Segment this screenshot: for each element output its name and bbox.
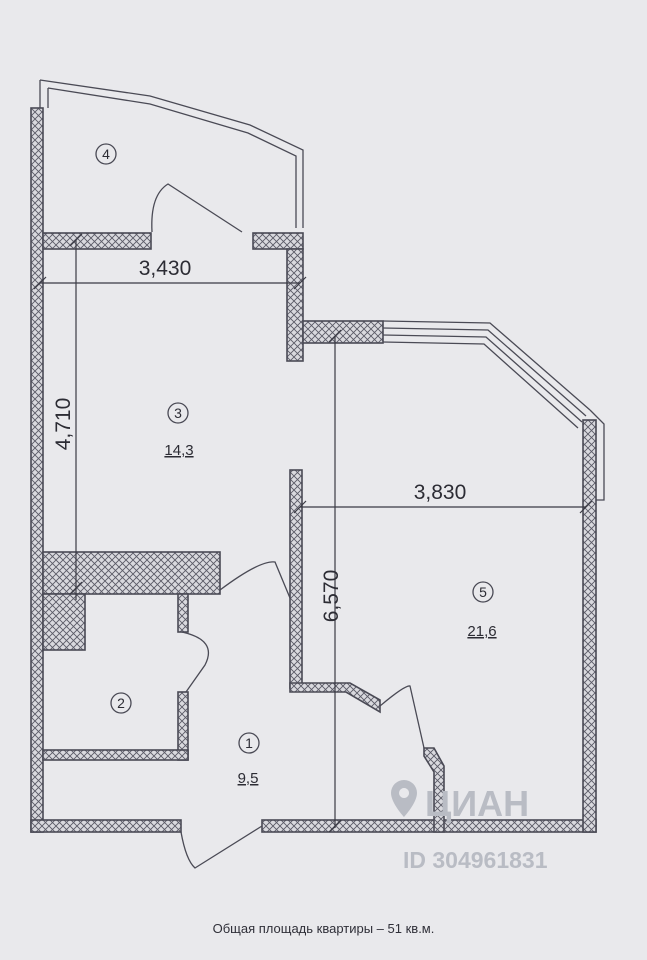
room-number: 3 <box>174 405 182 421</box>
left-outer-wall <box>30 107 44 833</box>
room-number: 1 <box>245 735 253 751</box>
watermark: ЦИАН ID 304961831 <box>391 780 548 873</box>
corridor-top-wall <box>42 551 221 595</box>
location-pin-icon <box>391 780 417 817</box>
room5-door-arc <box>379 685 425 749</box>
bottom-outer-wall-left <box>30 819 182 833</box>
dimension-room5-length: 6,570 <box>320 570 343 623</box>
dimension-room5-width: 3,830 <box>414 481 467 504</box>
room-5-label: 5 21,6 <box>467 581 497 640</box>
room5-top-wall-hatched <box>302 320 384 344</box>
bathroom-bottom-wall <box>42 749 189 761</box>
entrance-door-arc <box>180 825 263 869</box>
room-number-circle <box>472 581 494 603</box>
room-area: 9,5 <box>238 770 259 787</box>
room-3-label: 3 14,3 <box>164 402 194 459</box>
dimension-room3-width: 3,430 <box>139 257 192 280</box>
room-4-label: 4 <box>95 143 117 165</box>
dimension-room3-length: 4,710 <box>52 398 75 451</box>
dimension-lines <box>33 233 593 833</box>
shaft-wall <box>42 593 86 651</box>
room-area: 14,3 <box>164 442 193 459</box>
room-2-label: 2 <box>110 692 132 714</box>
partition-wall <box>289 469 303 689</box>
right-outer-wall <box>582 419 597 833</box>
balcony-wall-left <box>42 232 152 250</box>
room-number-circle <box>167 402 189 424</box>
partition-wall-bottom <box>289 682 381 714</box>
watermark-id: ID 304961831 <box>403 847 548 873</box>
bathroom-door-arc <box>181 631 210 693</box>
room-number-circle <box>238 732 260 754</box>
room-number-circle <box>110 692 132 714</box>
walls <box>30 107 597 833</box>
watermark-brand: ЦИАН <box>425 783 529 824</box>
room-number: 5 <box>479 584 487 600</box>
room3-right-wall <box>286 248 304 362</box>
room-1-label: 1 9,5 <box>238 732 260 787</box>
balcony-door-arc <box>151 183 243 233</box>
room-number: 4 <box>102 146 110 162</box>
balcony-walls <box>39 79 304 228</box>
room-area: 21,6 <box>467 623 496 640</box>
total-area-caption: Общая площадь квартиры – 51 кв.м. <box>212 921 435 936</box>
room5-door-jamb <box>423 747 445 833</box>
balcony-wall-right <box>252 232 304 250</box>
room3-door-arc <box>219 561 291 599</box>
bathroom-right-wall <box>177 593 189 633</box>
bay-window <box>382 320 605 501</box>
room-number: 2 <box>117 695 125 711</box>
room-number-circle <box>95 143 117 165</box>
